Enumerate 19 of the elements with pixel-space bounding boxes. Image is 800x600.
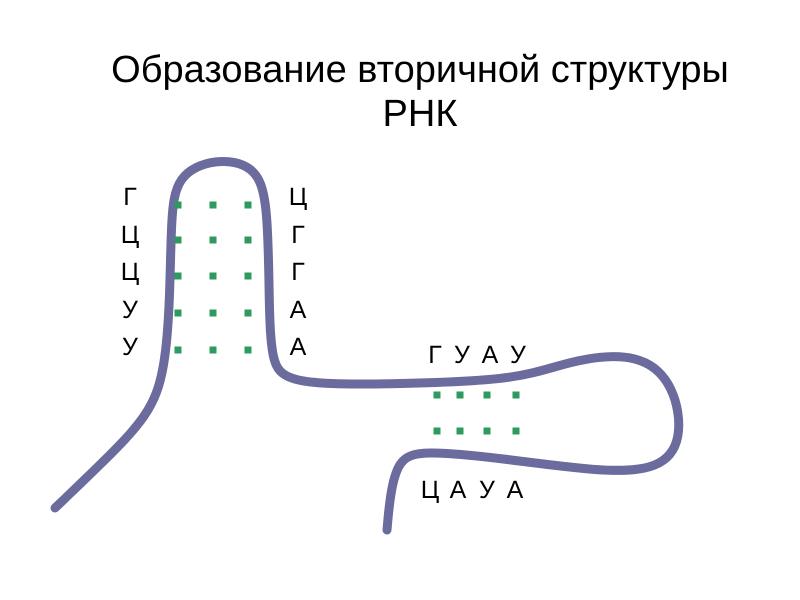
nucleotide-letter: Ц	[288, 183, 308, 211]
nucleotide-letter: А	[290, 296, 306, 324]
nucleotide-letter: А	[450, 476, 466, 504]
nucleotide-letter: А	[482, 341, 498, 369]
nucleotide-letter: У	[454, 341, 470, 369]
title: Образование вторичной структуры РНК	[110, 48, 730, 136]
nucleotide-letter: У	[122, 296, 138, 324]
nucleotide-letter: У	[510, 341, 526, 369]
nucleotide-letter: Ц	[420, 476, 440, 504]
nucleotide-letter: Г	[123, 183, 137, 211]
nucleotide-letter: Г	[291, 258, 305, 286]
nucleotide-letter: А	[506, 476, 524, 504]
nucleotide-letter: Ц	[120, 221, 140, 249]
nucleotide-letter: У	[479, 476, 495, 504]
nucleotide-letter: А	[290, 333, 306, 361]
nucleotide-letter: У	[122, 333, 138, 361]
nucleotide-letter: Г	[291, 221, 305, 249]
nucleotide-letter: Ц	[120, 258, 140, 286]
nucleotide-letter: Г	[428, 341, 442, 369]
